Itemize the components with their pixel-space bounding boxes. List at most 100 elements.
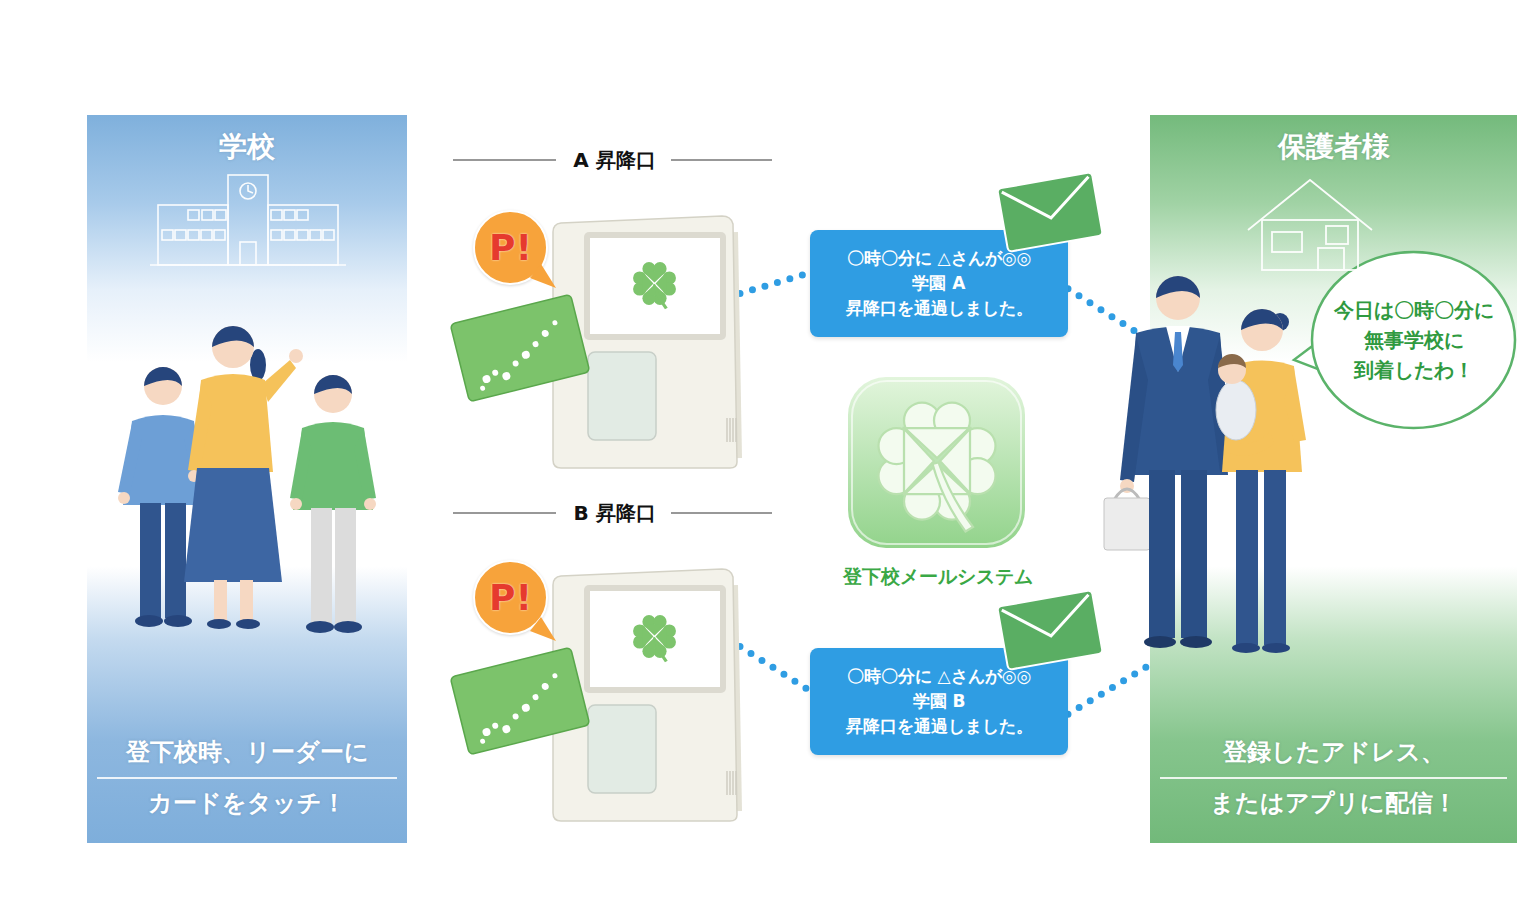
mail-envelope [997, 172, 1103, 252]
school-building-icon [310, 230, 321, 240]
gate-reader: B 昇降口 P! [455, 498, 740, 828]
gate-header-rule [671, 512, 772, 513]
mother-figure [1284, 368, 1306, 442]
gate-reader: A 昇降口 P! [455, 145, 740, 475]
child-figure [290, 375, 376, 633]
school-building-icon [150, 264, 346, 266]
card-reader [450, 569, 742, 821]
speech-bubble: 今日は〇時〇分に 無事学校に 到着したわ！ [1310, 250, 1517, 430]
school-building-icon [150, 175, 346, 265]
school-building-icon [268, 205, 338, 265]
node-label: 登下校メールシステム [825, 563, 1050, 589]
teacher-figure [250, 349, 266, 381]
teacher-figure [207, 619, 231, 629]
father-figure [1144, 636, 1176, 648]
child-figure [118, 423, 142, 494]
father-figure [1104, 276, 1234, 648]
child-figure [184, 423, 208, 494]
app-icon [879, 403, 996, 532]
teacher-figure [236, 619, 260, 629]
child-figure [118, 367, 208, 627]
card-reader [450, 216, 742, 468]
teacher-figure [188, 470, 200, 482]
node-label: 今日は〇時〇分に 無事学校に 到着したわ！ [1324, 295, 1504, 385]
touch-bubble: P! [473, 560, 548, 635]
mother-figure [1222, 361, 1302, 473]
home-icon [1262, 220, 1358, 270]
father-figure [1180, 636, 1212, 648]
child-figure [123, 415, 203, 505]
father-figure [1173, 332, 1183, 372]
school-building-icon [240, 242, 256, 265]
school-building-icon [175, 230, 186, 240]
school-building-icon [271, 210, 282, 220]
child-figure [135, 615, 163, 627]
teacher-figure [193, 374, 273, 472]
child-figure [164, 615, 192, 627]
father-figure [1156, 276, 1200, 298]
card-reader [450, 216, 742, 821]
node-label: P! [489, 230, 532, 266]
father-figure [1149, 470, 1175, 638]
speech-outline [1312, 252, 1515, 428]
mother-figure [1218, 356, 1246, 384]
child-figure [311, 508, 332, 624]
teacher-figure [184, 468, 282, 582]
mail-message: 〇時〇分に △さんが◎◎学園 B 昇降口を通過しました。 [810, 648, 1068, 755]
mother-figure [1241, 309, 1283, 351]
school-building-icon [158, 205, 228, 265]
node-label: B 昇降口 [455, 498, 740, 528]
mother-figure [1264, 470, 1286, 645]
dotted-connector [740, 647, 810, 691]
dotted-connector [740, 273, 810, 294]
teacher-figure [240, 580, 253, 622]
gate-header-rule [453, 160, 772, 513]
app-node: 登下校メールシステム [825, 377, 1050, 589]
school-building-icon [297, 230, 308, 240]
teacher-figure [214, 580, 227, 622]
mother-figure [1216, 309, 1306, 653]
father-figure [1120, 336, 1148, 482]
father-figure [1156, 276, 1200, 320]
node-label: P! [489, 580, 532, 616]
school-building-icon [284, 210, 295, 220]
school-building-icon [297, 210, 308, 220]
mother-figure [1216, 380, 1256, 440]
gate-header-rule [671, 159, 772, 160]
dotted-connector [1068, 289, 1150, 341]
teacher-figure [212, 326, 254, 347]
gate-header-rule [453, 512, 556, 513]
school-building-icon [323, 230, 334, 240]
panel-title: 保護者様 [1278, 127, 1390, 167]
node-label: 登録したアドレス、 またはアプリに配信！ [1194, 727, 1474, 829]
teacher-figure [212, 326, 254, 368]
school-building-icon [162, 230, 173, 240]
app-icon [852, 381, 1021, 544]
mother-figure [1236, 470, 1258, 645]
school-building-icon [202, 210, 213, 220]
father-figure [1104, 498, 1150, 550]
home-icon [1272, 232, 1302, 252]
panel-title: 学校 [219, 127, 275, 167]
school-building-icon [188, 230, 199, 240]
teacher-figure [262, 360, 296, 402]
father-figure [1181, 470, 1207, 638]
school-building-icon [284, 230, 295, 240]
home-icon [1248, 180, 1372, 270]
mail-message: 〇時〇分に △さんが◎◎学園 A 昇降口を通過しました。 [810, 230, 1068, 337]
home-icon [1248, 180, 1372, 230]
teacher-figure [188, 383, 212, 472]
mother-figure [1241, 309, 1283, 330]
mother-figure [1226, 432, 1274, 456]
father-figure [1128, 327, 1228, 476]
school-building-icon [271, 230, 282, 240]
child-figure [118, 492, 130, 504]
node-label: A 昇降口 [455, 145, 740, 175]
child-figure [196, 492, 208, 504]
node-label: 登下校時、リーダーに カードをタッチ！ [107, 727, 387, 829]
child-figure [290, 498, 302, 510]
child-figure [334, 621, 362, 633]
child-figure [354, 430, 376, 500]
home-icon [1326, 226, 1348, 244]
divider-rule [1160, 777, 1507, 779]
